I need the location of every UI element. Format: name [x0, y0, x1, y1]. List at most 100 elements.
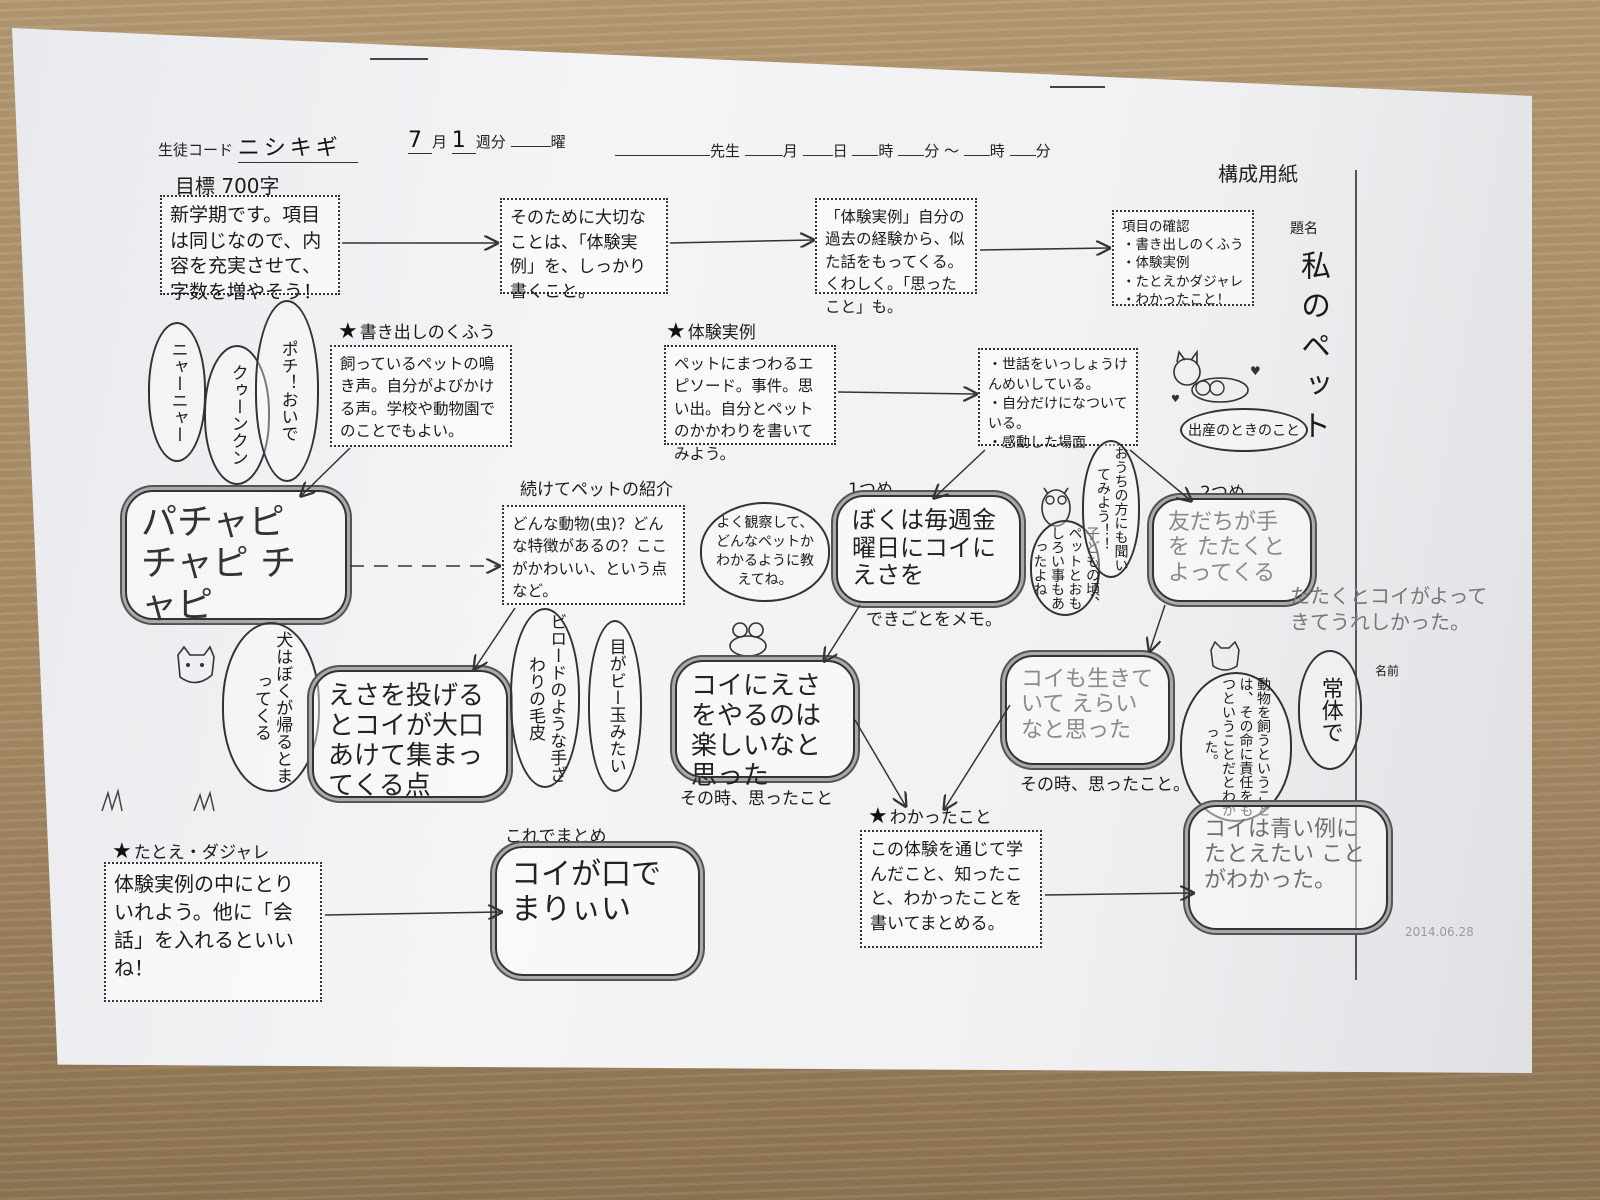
- thought2-cloud-text: コイも生きていて えらいなと思った: [1021, 667, 1154, 743]
- episode2-overflow: たたくとコイがよってきてうれしかった。: [1290, 584, 1488, 634]
- episode2-cloud: 友だちが手を たたくと よってくる: [1152, 498, 1312, 602]
- date-day-label: 日: [832, 142, 848, 160]
- kakidashi-box: 飼っているペットの鳴き声。自分がよびかける声。学校や動物園でのことでもよい。: [330, 345, 512, 447]
- feature-cloud-text: えさを投げるとコイが大口あけて集まってくる点: [328, 681, 485, 801]
- kakidashi-heading-text: 書き出しのくふう: [359, 323, 496, 343]
- arrow: [837, 392, 975, 394]
- wakatta-box: この体験を通じて学んだこと、知ったこと、わかったことを書いてまとめる。: [860, 830, 1042, 948]
- arrow: [935, 449, 986, 497]
- cat-icon: ♥ ♥: [1171, 350, 1261, 405]
- thought1-cloud: コイにえさをやるのは楽しいなと思った: [675, 660, 855, 791]
- thought1-cloud-text: コイにえさをやるのは楽しいなと思った: [691, 671, 822, 791]
- meow-bubble-text: ニャーニャー: [167, 341, 188, 443]
- dog-bubble-text: 犬はぼくが帰るとまってくる: [251, 630, 293, 784]
- eyes-bubble: 目がビー玉みたい: [588, 620, 642, 792]
- call-bubble-text: ポチ！おいで: [277, 340, 298, 442]
- star-icon: ★: [666, 319, 686, 344]
- final-cloud-text: コイは青い例にたとえたい ことがわかった。: [1204, 817, 1365, 893]
- tatoe-box: 体験実例の中にとりいれよう。他に「会話」を入れるといいね！: [104, 862, 322, 1002]
- arrow: [475, 607, 516, 668]
- grass-icon: [101, 788, 215, 812]
- minute2-blank: [1009, 155, 1036, 156]
- star-icon: ★: [112, 839, 132, 864]
- episode2-cloud-text: 友だちが手を たたくと よってくる: [1168, 510, 1285, 586]
- taiken-box: ペットにまつわるエピソード。事件。思い出。自分とペットのかかわりを書いてみよう。: [664, 345, 836, 463]
- arrow: [854, 719, 905, 805]
- arrow: [1044, 893, 1192, 895]
- taiken-note-box: 「体験実例」自分の過去の経験から、似た話をもってくる。くわしく。「思ったこと」も…: [815, 198, 977, 316]
- cat-icon: [1210, 640, 1240, 671]
- whimper-bubble-text: クゥーンクン: [227, 364, 248, 466]
- episode1-note: できごとをメモ。: [866, 610, 1002, 630]
- date-day-blank: [802, 155, 833, 156]
- date-stamp: 2014.06.28: [1405, 925, 1474, 939]
- arrow: [1129, 449, 1190, 500]
- arrow: [945, 704, 1011, 808]
- tatoe-heading-text: たとえ・ダジャレ: [133, 843, 270, 863]
- date-month-label: 月: [782, 142, 798, 160]
- name-label: 名前: [1375, 664, 1400, 678]
- student-code-value: ニシキギ: [237, 130, 358, 163]
- taiken-heading-text: 体験実例: [687, 323, 756, 343]
- student-code-label: 生徒コード: [158, 141, 234, 159]
- arrow: [669, 240, 812, 243]
- taiken-points-box: ・世話をいっしょうけんめいしている。 ・自分だけになついている。 ・感動した場面: [978, 348, 1138, 451]
- joutai-bubble-text: 常体で: [1317, 677, 1343, 743]
- matome-cloud: コイが口でまりぃい: [495, 846, 700, 976]
- minute2-label: 分: [1035, 142, 1051, 160]
- eyes-bubble-text: 目がビー玉みたい: [605, 638, 626, 774]
- month-value: 7: [408, 128, 432, 154]
- responsibility-bubble-text: 動物を飼うということは、その命に責任をもつということだとわかった。: [1202, 677, 1272, 817]
- responsibility-bubble: 動物を飼うということは、その命に責任をもつということだとわかった。: [1180, 672, 1292, 822]
- wakatta-heading: ★わかったこと: [868, 803, 992, 829]
- arrow: [825, 604, 861, 660]
- arrow: [1150, 604, 1166, 650]
- minute-label: 分: [924, 142, 940, 160]
- frog-icon: [729, 622, 767, 657]
- teacher-field: 先生 月 日 時 分 ～ 時 分: [615, 140, 1051, 161]
- star-icon: ★: [868, 804, 888, 829]
- importance-note-box: そのために大切なことは、「体験実例」を、しっかり書くこと。: [500, 198, 668, 302]
- matome-cloud-text: コイが口でまりぃい: [511, 857, 661, 927]
- svg-text:♥: ♥: [1250, 364, 1261, 378]
- goal-note-box: 新学期です。項目は同じなので、内容を充実させて、字数を増やそう！: [160, 195, 340, 303]
- youbi-blank: [510, 146, 551, 147]
- header-row: 生徒コード ニシキギ: [158, 130, 358, 163]
- essay-title: 私のペット: [1295, 250, 1330, 450]
- arrow: [324, 912, 500, 915]
- week-value: 1: [451, 128, 476, 154]
- checklist-box: 項目の確認 ・書き出しのくふう ・体験実例 ・たとえかダジャレ ・わかったこと！: [1112, 210, 1254, 308]
- dog-icon: [177, 645, 215, 684]
- hour2-blank: [963, 155, 990, 156]
- minute-blank: [898, 155, 925, 156]
- meow-bubble: ニャーニャー: [148, 322, 206, 462]
- paper-dash: [1050, 86, 1105, 88]
- pet-sound-cloud: パチャピ チャピ チャピ: [125, 490, 347, 626]
- birth-bubble-text: 出産のときのこと: [1188, 423, 1300, 439]
- arrow: [302, 447, 351, 495]
- taiken-heading: ★体験実例: [666, 318, 756, 344]
- arrow: [979, 248, 1108, 250]
- final-cloud: コイは青い例にたとえたい ことがわかった。: [1188, 805, 1388, 930]
- title-label: 題名: [1290, 221, 1318, 237]
- paper-dash: [370, 58, 428, 60]
- pet-sound-cloud-text: パチャピ チャピ チャピ: [141, 502, 297, 626]
- ask-family-bubble: おうちの方にも聞いてみよう！！: [1082, 440, 1140, 578]
- velvet-bubble: ビロードのような手ざわりの毛皮: [510, 608, 580, 788]
- teacher-label: 先生: [710, 142, 741, 160]
- tilde: ～: [943, 142, 959, 160]
- velvet-bubble-text: ビロードのような手ざわりの毛皮: [525, 613, 567, 783]
- matome-label: これでまとめ: [505, 827, 607, 847]
- advice-bubble-text: よく観察して、どんなペットかわかるように教えてね。: [716, 515, 814, 588]
- dog-bubble: 犬はぼくが帰るとまってくる: [222, 622, 320, 792]
- episode1-cloud: ぼくは毎週金曜日にコイにえさを: [836, 495, 1021, 603]
- call-bubble: ポチ！おいで: [255, 300, 319, 482]
- star-icon: ★: [338, 319, 358, 344]
- shokai-box: どんな動物(虫)？どんな特徴があるの？ここがかわいい、という点など。: [502, 505, 685, 605]
- thought1-caption: その時、思ったこと: [680, 789, 833, 809]
- shokai-heading: 続けてペットの紹介: [520, 480, 673, 500]
- goal-label: 目標 700字: [175, 174, 280, 198]
- kakidashi-heading: ★書き出しのくふう: [338, 318, 496, 344]
